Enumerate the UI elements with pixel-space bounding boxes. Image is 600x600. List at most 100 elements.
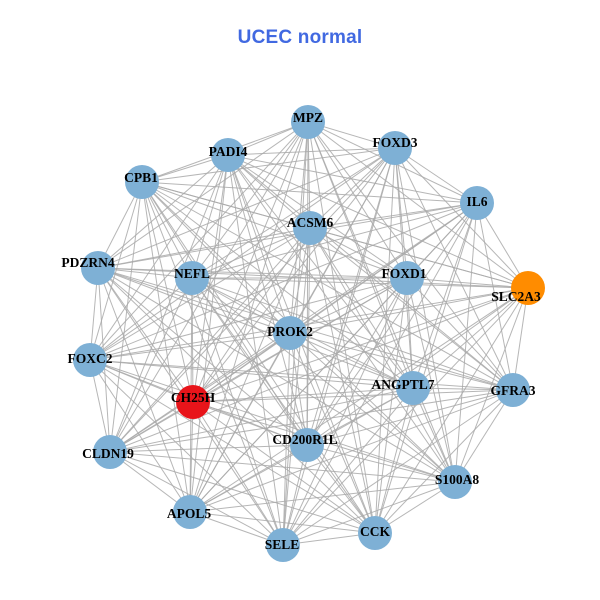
graph-node[interactable]: CH25H: [171, 385, 216, 419]
graph-node[interactable]: FOXD3: [373, 131, 418, 165]
graph-edge: [309, 227, 514, 391]
graph-node[interactable]: ACSM6: [287, 211, 334, 245]
graph-edge: [89, 359, 514, 391]
graph-edge: [282, 387, 414, 546]
graph-node[interactable]: GFRA3: [491, 373, 536, 407]
graph-edge: [109, 451, 456, 483]
graph-node[interactable]: S100A8: [435, 465, 480, 499]
graph-node[interactable]: IL6: [460, 186, 494, 220]
node-label: FOXD3: [373, 135, 418, 150]
node-circle[interactable]: [438, 465, 472, 499]
graph-edge: [141, 181, 193, 279]
node-label: NEFL: [174, 266, 210, 281]
graph-edge: [309, 202, 478, 229]
graph-node[interactable]: PROK2: [267, 316, 313, 350]
graph-node[interactable]: APOL5: [167, 495, 212, 529]
graph-edge: [192, 121, 309, 403]
graph-edge: [282, 332, 291, 546]
graph-edge: [227, 147, 396, 156]
graph-edge: [109, 444, 308, 453]
graph-edge: [306, 444, 376, 534]
graph-edge: [109, 287, 529, 453]
node-circle[interactable]: [460, 186, 494, 220]
node-circle[interactable]: [93, 435, 127, 469]
graph-edge: [89, 332, 291, 361]
node-label: CCK: [360, 524, 390, 539]
graph-node[interactable]: SELE: [265, 528, 300, 562]
graph-edge: [374, 389, 514, 534]
graph-edge: [289, 332, 456, 483]
node-circle[interactable]: [390, 261, 424, 295]
graph-edge: [192, 287, 529, 403]
graph-edge: [109, 181, 143, 453]
node-circle[interactable]: [266, 528, 300, 562]
graph-edge: [227, 154, 291, 334]
graph-edge: [406, 277, 414, 389]
node-circle[interactable]: [378, 131, 412, 165]
graph-edge: [454, 389, 514, 483]
graph-edge: [189, 444, 308, 513]
node-circle[interactable]: [290, 428, 324, 462]
graph-node[interactable]: CCK: [358, 516, 392, 550]
graph-node[interactable]: FOXC2: [68, 343, 113, 377]
node-circle[interactable]: [176, 385, 210, 419]
node-label: FOXD1: [382, 266, 427, 281]
graph-edge: [109, 451, 376, 534]
node-circle[interactable]: [81, 251, 115, 285]
graph-node[interactable]: CLDN19: [82, 435, 134, 469]
graph-edge: [89, 287, 529, 361]
node-circle[interactable]: [511, 271, 545, 305]
node-circle[interactable]: [175, 261, 209, 295]
graph-edge: [412, 287, 529, 389]
graph-node[interactable]: PDZRN4: [61, 251, 115, 285]
graph-node[interactable]: CD200R1L: [272, 428, 338, 462]
graph-edge: [89, 359, 414, 389]
node-circle[interactable]: [273, 316, 307, 350]
graph-edge: [309, 227, 456, 483]
graph-node[interactable]: SLC2A3: [491, 271, 545, 305]
node-circle[interactable]: [173, 495, 207, 529]
node-circle[interactable]: [291, 105, 325, 139]
graph-edge: [309, 227, 408, 279]
graph-node[interactable]: MPZ: [291, 105, 325, 139]
graph-node[interactable]: CPB1: [124, 165, 159, 199]
graph-edge: [289, 227, 311, 334]
graph-edge: [309, 227, 529, 289]
graph-edge: [289, 332, 514, 391]
graph-edge: [191, 277, 291, 334]
graph-edge: [227, 154, 529, 289]
graph-edge: [191, 277, 529, 289]
graph-node[interactable]: ANGPTL7: [371, 371, 435, 405]
node-label: APOL5: [167, 506, 212, 521]
graph-edge: [97, 267, 308, 446]
graph-edge: [97, 227, 311, 269]
graph-edge: [191, 121, 309, 279]
graph-edge: [97, 267, 194, 403]
graph-edge: [282, 481, 456, 546]
node-circle[interactable]: [396, 371, 430, 405]
graph-edge: [189, 511, 376, 534]
graph-edge: [109, 154, 229, 453]
node-label: PADI4: [209, 144, 248, 159]
node-circle[interactable]: [496, 373, 530, 407]
graph-edge: [282, 444, 308, 546]
node-label: ACSM6: [287, 215, 334, 230]
graph-edge: [227, 154, 311, 229]
node-circle[interactable]: [73, 343, 107, 377]
node-label: CH25H: [171, 390, 216, 405]
graph-edge: [394, 147, 456, 483]
node-circle[interactable]: [125, 165, 159, 199]
graph-edge: [97, 121, 309, 269]
node-circle[interactable]: [211, 138, 245, 172]
graph-edge: [476, 202, 514, 391]
graph-edge: [309, 227, 414, 389]
graph-node[interactable]: PADI4: [209, 138, 248, 172]
graph-node[interactable]: FOXD1: [382, 261, 427, 295]
graph-edge: [189, 121, 309, 513]
graph-edge: [189, 154, 229, 513]
node-circle[interactable]: [358, 516, 392, 550]
node-circle[interactable]: [293, 211, 327, 245]
graph-edge: [307, 121, 456, 483]
graph-node[interactable]: NEFL: [174, 261, 210, 295]
